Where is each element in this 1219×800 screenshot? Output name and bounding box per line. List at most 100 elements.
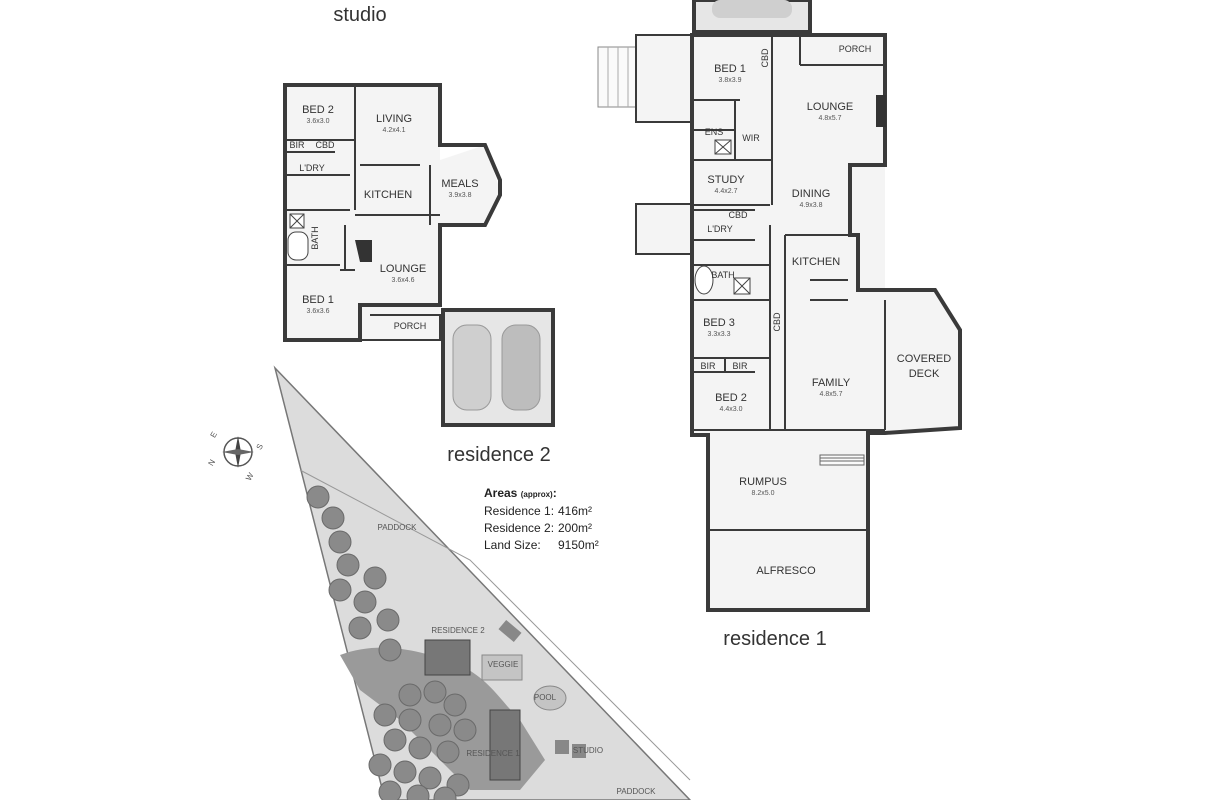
r1-dining-dim: 4.9x3.8: [800, 202, 823, 209]
r2-kitchen-label: KITCHEN: [364, 189, 412, 201]
r1-cbd-mid-label: CBD: [728, 210, 748, 220]
r1-cbd-side-label: CBD: [772, 312, 782, 332]
tree-icon: [378, 638, 402, 662]
r1-dining-label: DINING: [792, 188, 831, 200]
r2-bath-label: BATH: [310, 226, 320, 249]
r1-covered-label: COVERED: [897, 353, 951, 365]
site-veggie-area: [481, 654, 523, 681]
r1-bed1-dim: 3.8x3.9: [719, 77, 742, 84]
compass-w: W: [244, 471, 256, 482]
r1-bed2-dim: 4.4x3.0: [720, 406, 743, 413]
site-residence1-label: RESIDENCE 1: [466, 749, 520, 758]
areas-row-label: Residence 1:: [484, 504, 554, 518]
areas-heading: Areas: [484, 486, 518, 500]
areas-row-value: 9150m²: [558, 538, 599, 552]
r2-living-label: LIVING: [376, 113, 412, 125]
tree-icon: [328, 530, 352, 554]
car-icon: [452, 324, 492, 411]
r1-study-label: STUDY: [707, 174, 745, 186]
areas-row-value: 416m²: [558, 504, 592, 518]
r1-ldry-label: L'DRY: [707, 224, 733, 234]
tree-icon: [383, 728, 407, 752]
compass-n: N: [206, 458, 217, 468]
tree-icon: [406, 784, 430, 800]
r2-bed2-label: BED 2: [302, 104, 334, 116]
r1-bed1-label: BED 1: [714, 63, 746, 75]
studio-title: studio: [333, 4, 386, 26]
tree-icon: [348, 616, 372, 640]
r1-study-dim: 4.4x2.7: [715, 188, 738, 195]
site-paddock-bottom: PADDOCK: [617, 787, 657, 796]
areas-row-value: 200m²: [558, 521, 592, 535]
tree-icon: [363, 566, 387, 590]
site-veggie-label: VEGGIE: [488, 660, 519, 669]
r2-lounge-label: LOUNGE: [380, 263, 426, 275]
compass-e: E: [209, 430, 219, 439]
r2-meals-dim: 3.9x3.8: [449, 192, 472, 199]
tree-icon: [423, 680, 447, 704]
compass-s: S: [255, 442, 265, 451]
site-studio-label: STUDIO: [573, 746, 603, 755]
r1-bed3-label: BED 3: [703, 317, 735, 329]
tree-icon: [443, 693, 467, 717]
r1-bath-label: BATH: [711, 270, 734, 280]
tree-icon: [378, 780, 402, 800]
r2-ldry-label: L'DRY: [299, 163, 325, 173]
areas-heading-note: (approx): [521, 490, 553, 499]
r2-bir-label: BIR: [289, 140, 305, 150]
r1-lounge-label: LOUNGE: [807, 101, 853, 113]
r1-bed2-label: BED 2: [715, 392, 747, 404]
r1-alfresco-label: ALFRESCO: [756, 565, 816, 577]
r2-bed1-dim: 3.6x3.6: [307, 308, 330, 315]
tree-icon: [418, 766, 442, 790]
r2-bed1-label: BED 1: [302, 294, 334, 306]
car-icon: [501, 324, 541, 411]
site-trees: [306, 485, 477, 800]
site-pool-label: POOL: [534, 693, 557, 702]
tree-icon: [373, 703, 397, 727]
r2-cbd-label: CBD: [315, 140, 335, 150]
r2-porch-label: PORCH: [394, 321, 427, 331]
tree-icon: [328, 578, 352, 602]
tree-icon: [398, 683, 422, 707]
r2-living-dim: 4.2x4.1: [383, 127, 406, 134]
tree-icon: [306, 485, 330, 509]
fireplace-icon: [876, 95, 886, 127]
r1-rumpus-dim: 8.2x5.0: [752, 490, 775, 497]
residence-1-plan: BED 1 3.8x3.9 CBD PORCH LOUNGE 4.8x5.7 E…: [597, 0, 962, 650]
r1-ens-label: ENS: [705, 127, 724, 137]
site-paddock-top: PADDOCK: [378, 523, 418, 532]
r1-bir2-label: BIR: [732, 361, 748, 371]
tree-icon: [353, 590, 377, 614]
r1-porch-label: PORCH: [839, 44, 872, 54]
r2-lounge-dim: 3.6x4.6: [392, 277, 415, 284]
r1-bed3-dim: 3.3x3.3: [708, 331, 731, 338]
site-plan: PADDOCK RESIDENCE 2 VEGGIE POOL RESIDENC…: [273, 365, 692, 800]
site-pool: [533, 685, 567, 711]
r1-bir1-label: BIR: [700, 361, 716, 371]
r2-meals-label: MEALS: [441, 178, 478, 190]
tree-icon: [321, 506, 345, 530]
tree-icon: [376, 608, 400, 632]
svg-text:Areas (approx):: Areas (approx):: [484, 486, 557, 500]
residence1-title: residence 1: [723, 628, 826, 650]
tree-icon: [393, 760, 417, 784]
areas-table: Areas (approx): Residence 1: 416m² Resid…: [484, 486, 599, 552]
r1-family-dim: 4.8x5.7: [820, 391, 843, 398]
areas-row-label: Residence 2:: [484, 521, 554, 535]
tree-icon: [368, 753, 392, 777]
r1-rumpus-label: RUMPUS: [739, 476, 787, 488]
r1-wir-label: WIR: [742, 133, 760, 143]
r1-kitchen-label: KITCHEN: [792, 256, 840, 268]
tree-icon: [453, 718, 477, 742]
site-residence2-label: RESIDENCE 2: [431, 626, 485, 635]
tree-icon: [398, 708, 422, 732]
areas-row-label: Land Size:: [484, 538, 541, 552]
tree-icon: [428, 713, 452, 737]
residence-2-plan: BED 2 3.6x3.0 LIVING 4.2x4.1 BIR CBD L'D…: [283, 83, 555, 466]
tree-icon: [336, 553, 360, 577]
tree-icon: [436, 740, 460, 764]
r1-deck-label: DECK: [909, 368, 940, 380]
tree-icon: [433, 786, 457, 800]
